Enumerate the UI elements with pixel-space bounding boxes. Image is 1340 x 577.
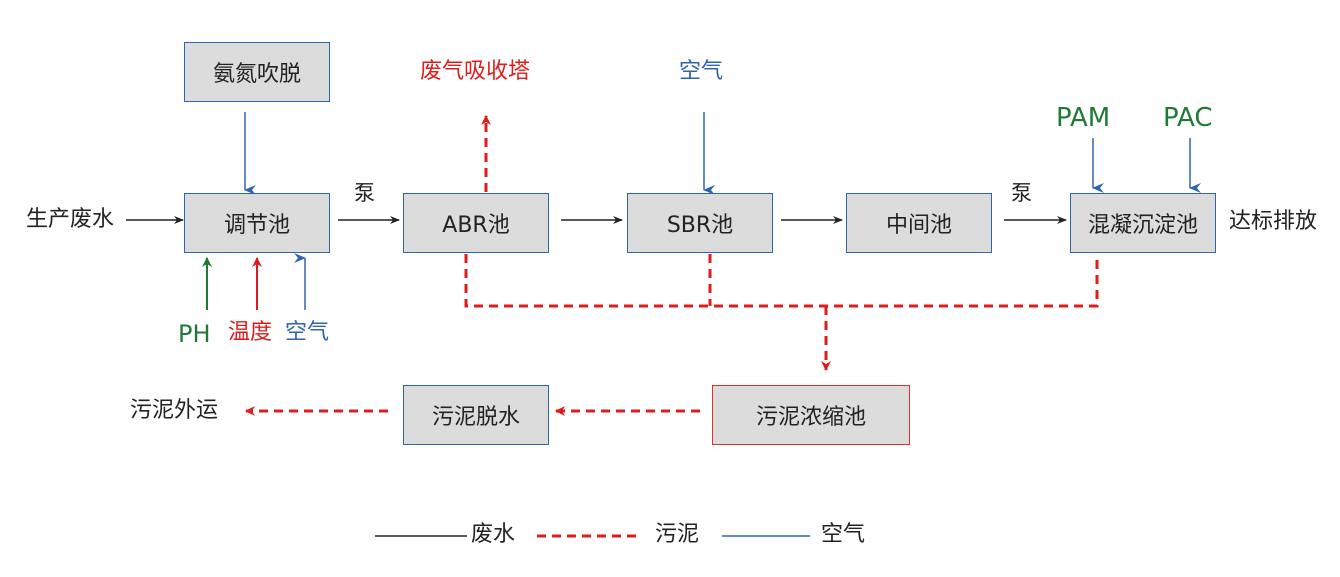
node-coag-sedimentation-tank: 混凝沉淀池 xyxy=(1070,193,1216,253)
node-sludge-dewatering: 污泥脱水 xyxy=(403,385,549,445)
label-pump-2: 泵 xyxy=(1011,181,1032,205)
node-ammonia-stripping: 氨氮吹脱 xyxy=(184,42,330,102)
label-air-sbr: 空气 xyxy=(679,59,724,84)
label-temperature: 温度 xyxy=(228,320,273,345)
label-sludge-transport: 污泥外运 xyxy=(130,398,219,423)
legend-label-air: 空气 xyxy=(821,522,866,547)
node-abr-tank: ABR池 xyxy=(403,193,549,253)
legend-label-sludge: 污泥 xyxy=(655,522,700,547)
label-pac: PAC xyxy=(1163,103,1213,133)
label-pam: PAM xyxy=(1056,103,1111,133)
label-ph: PH xyxy=(178,320,211,348)
node-regulating-tank: 调节池 xyxy=(184,193,330,253)
label-pump-1: 泵 xyxy=(354,181,375,205)
legend-label-wastewater: 废水 xyxy=(471,522,516,547)
label-discharge: 达标排放 xyxy=(1229,209,1318,234)
label-air-regulating: 空气 xyxy=(285,320,330,345)
sludge-collector-line xyxy=(464,254,1099,308)
label-exhaust-tower: 废气吸收塔 xyxy=(420,59,531,84)
label-production-wastewater: 生产废水 xyxy=(26,207,115,232)
node-sludge-thickener: 污泥浓缩池 xyxy=(712,385,910,445)
node-sbr-tank: SBR池 xyxy=(627,193,773,253)
node-intermediate-tank: 中间池 xyxy=(846,193,992,253)
